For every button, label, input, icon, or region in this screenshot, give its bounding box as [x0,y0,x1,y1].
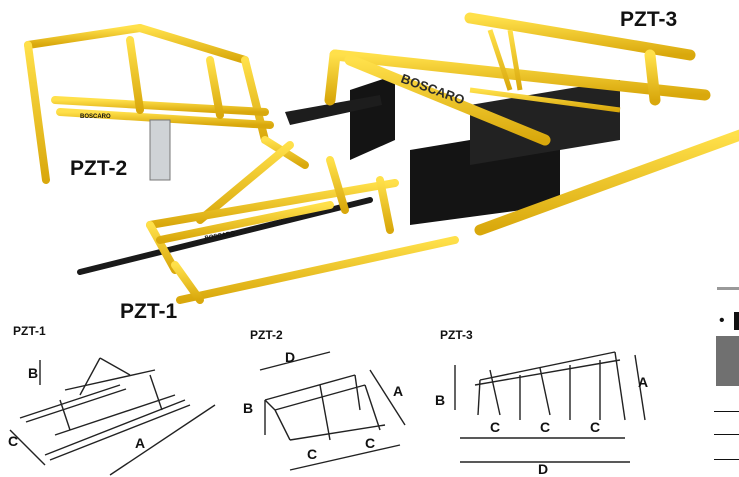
diagram-pzt2-dim-c2: C [365,435,375,451]
side-panel-rule [717,287,739,290]
diagram-pzt2-dim-a: A [393,383,403,399]
pzt2-photo-print: BOSCARO [80,114,111,120]
diagram-pzt1-dim-b: B [28,365,38,381]
pzt2-plate [149,119,171,181]
side-panel-header [716,336,739,386]
pzt3-photo: BOSCARO [285,12,739,236]
product-photo: BOSCARO BOSCARO [24,12,739,304]
diagram-pzt2-title: PZT-2 [250,328,283,342]
pzt1-photo: BOSCARO [77,156,459,304]
diagram-pzt3-dim-c1: C [490,419,500,435]
pzt3-label: PZT-3 [620,8,678,31]
diagram-pzt3-dim-b: B [435,392,445,408]
diagram-pzt3-dim-d: D [538,461,548,477]
diagram-pzt1-dim-a: A [135,435,145,451]
diagram-pzt1: B C A [8,357,216,476]
side-panel-marker [734,312,739,330]
diagram-pzt3-title: PZT-3 [440,328,473,342]
pzt2-photo [24,24,309,224]
diagram-pzt3-dim-c3: C [590,419,600,435]
side-panel-line-2 [714,434,739,435]
diagram-pzt3-dim-c2: C [540,419,550,435]
diagram-pzt1-dim-c: C [8,433,18,449]
pzt1-label: PZT-1 [120,300,178,323]
diagram-pzt3-dim-a: A [638,374,648,390]
diagram-pzt2-dim-d: D [285,349,295,365]
side-panel-line-3 [714,459,739,460]
pzt2-label: PZT-2 [70,157,128,180]
side-panel-bullet: • [719,312,725,329]
side-panel-line-1 [714,411,739,412]
diagram-pzt1-title: PZT-1 [13,324,46,338]
pzt1-photo-print: BOSCARO [204,231,236,242]
diagram-pzt3: A B C C C D [435,351,648,477]
diagram-pzt2: D A B C C [243,349,406,471]
diagram-pzt2-dim-c1: C [307,446,317,462]
diagram-pzt2-dim-b: B [243,400,253,416]
